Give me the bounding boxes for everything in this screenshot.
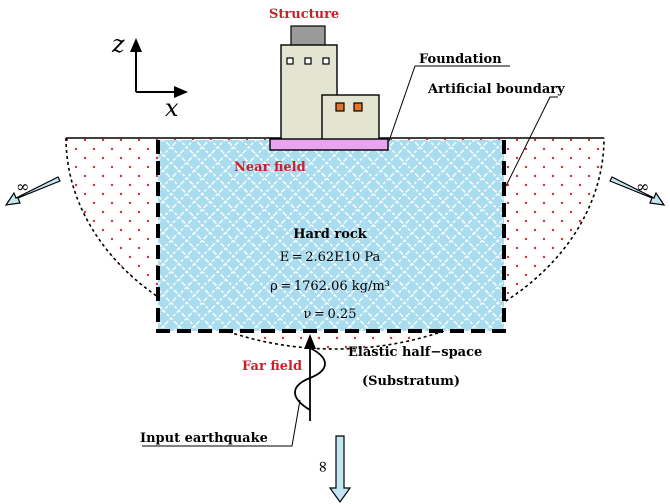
x-axis-label: x — [165, 94, 179, 122]
infinity-arrow-left: ∞ — [4, 176, 61, 206]
far-field-label: Far field — [242, 359, 302, 374]
infinity-arrow-bottom: ∞ — [314, 435, 352, 504]
earthquake-leader — [142, 399, 301, 447]
infinity-right-symbol: ∞ — [636, 177, 649, 196]
low-building — [321, 94, 380, 142]
substratum-label: (Substratum) — [362, 374, 460, 389]
poisson-ratio: ν = 0.25 — [304, 307, 357, 322]
boundary-leader — [505, 96, 558, 187]
near-field-label: Near field — [234, 160, 306, 175]
infinity-bottom-symbol: ∞ — [314, 460, 333, 473]
foundation-slab — [269, 138, 389, 151]
x-arrowhead — [174, 86, 188, 98]
coordinate-axes: z x — [111, 30, 188, 122]
structure-label: Structure — [269, 7, 339, 22]
leader-lines — [142, 65, 558, 447]
foundation-leader — [388, 65, 510, 142]
z-arrowhead — [130, 38, 142, 52]
elastic-half-space-label: Elastic half−space — [348, 345, 482, 360]
near-field-region — [156, 140, 506, 333]
structure-building — [269, 25, 389, 151]
wave-arrowhead — [304, 334, 316, 349]
artificial-boundary-line — [156, 140, 506, 333]
foundation-label: Foundation — [419, 52, 502, 67]
roof-block — [290, 25, 326, 47]
input-earthquake-label: Input earthquake — [140, 431, 268, 446]
earthquake-wave — [294, 334, 326, 421]
density-value: ρ = 1762.06 kg/m³ — [270, 279, 390, 294]
hard-rock-title: Hard rock — [293, 227, 368, 242]
infinity-arrow-right: ∞ — [609, 176, 666, 206]
infinity-left-symbol: ∞ — [16, 177, 29, 196]
half-space-boundary — [65, 137, 605, 350]
artificial-boundary-label: Artificial boundary — [427, 82, 565, 97]
z-axis-label: z — [111, 30, 125, 58]
elastic-modulus: E = 2.62E10 Pa — [280, 250, 381, 265]
